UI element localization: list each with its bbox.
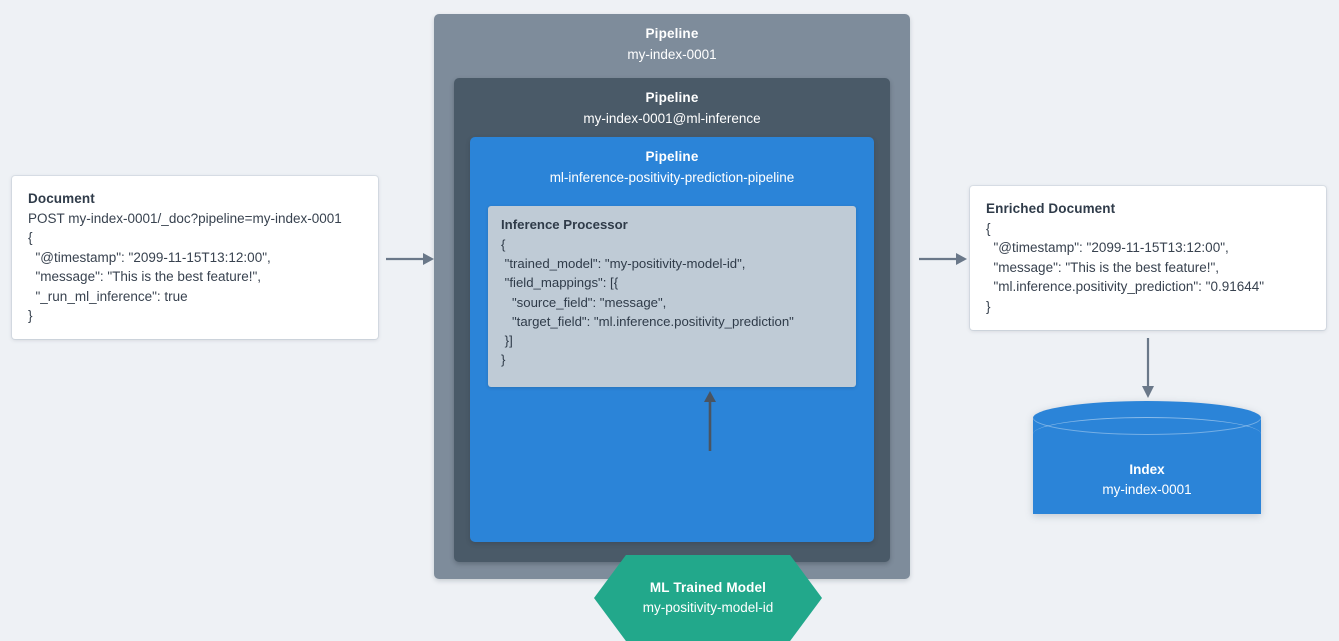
enriched-document-title: Enriched Document xyxy=(986,201,1116,216)
inference-processor-line-0: { xyxy=(501,237,506,252)
enriched-document-line-0: { xyxy=(986,221,991,236)
enriched-document-line-3: "ml.inference.positivity_prediction": "0… xyxy=(986,279,1265,295)
index-name: my-index-0001 xyxy=(1102,482,1192,497)
document-card-title: Document xyxy=(28,191,95,206)
arrow-model-to-processor xyxy=(704,391,716,451)
index-cylinder-shadow xyxy=(1033,401,1261,531)
document-line-1: { xyxy=(28,230,33,246)
inference-processor-line-5: }] xyxy=(501,333,513,349)
index-label: Index my-index-0001 xyxy=(1033,461,1261,499)
pipeline-outer-name: my-index-0001 xyxy=(627,47,717,62)
pipeline-middle-header: Pipeline my-index-0001@ml-inference xyxy=(454,78,890,128)
pipeline-inner-header: Pipeline ml-inference-positivity-predict… xyxy=(470,137,874,187)
pipeline-inner-name: ml-inference-positivity-prediction-pipel… xyxy=(549,170,795,185)
pipeline-inner-kind: Pipeline xyxy=(645,149,699,164)
document-line-5: } xyxy=(28,308,33,324)
enriched-document-line-1: "@timestamp": "2099-11-15T13:12:00", xyxy=(986,240,1229,256)
enriched-document-card: Enriched Document { "@timestamp": "2099-… xyxy=(970,186,1326,330)
ml-trained-model-title: ML Trained Model xyxy=(649,580,767,595)
document-line-4: "_run_ml_inference": true xyxy=(28,288,188,304)
pipeline-middle: Pipeline my-index-0001@ml-inference Pipe… xyxy=(454,78,890,641)
pipeline-middle-kind: Pipeline xyxy=(645,90,699,105)
inference-processor-line-3: "source_field": "message", xyxy=(501,294,667,310)
pipeline-outer-kind: Pipeline xyxy=(645,26,699,41)
document-card: Document POST my-index-0001/_doc?pipelin… xyxy=(12,176,378,339)
arrow-document-to-pipeline xyxy=(386,253,434,265)
inference-processor-line-6: } xyxy=(501,352,506,368)
ml-trained-model-name: my-positivity-model-id xyxy=(642,600,774,615)
inference-processor-title: Inference Processor xyxy=(501,217,628,232)
pipeline-inner: Pipeline ml-inference-positivity-predict… xyxy=(470,137,874,641)
inference-processor-line-1: "trained_model": "my-positivity-model-id… xyxy=(501,256,746,272)
inference-processor-panel: Inference Processor { "trained_model": "… xyxy=(488,206,856,387)
index-cylinder: Index my-index-0001 xyxy=(1033,401,1261,531)
enriched-document-line-4: } xyxy=(986,298,991,314)
enriched-document-line-2: "message": "This is the best feature!", xyxy=(986,259,1220,275)
arrow-enriched-to-index xyxy=(1142,338,1154,398)
document-line-2: "@timestamp": "2099-11-15T13:12:00", xyxy=(28,249,271,265)
document-line-0: POST my-index-0001/_doc?pipeline=my-inde… xyxy=(28,211,342,226)
diagram-canvas: Document POST my-index-0001/_doc?pipelin… xyxy=(12,14,1326,641)
pipeline-middle-name: my-index-0001@ml-inference xyxy=(583,111,761,126)
index-title: Index xyxy=(1129,462,1165,477)
inference-processor-line-4: "target_field": "ml.inference.positivity… xyxy=(501,313,794,329)
ml-trained-model-node: ML Trained Model my-positivity-model-id xyxy=(594,555,822,641)
document-line-3: "message": "This is the best feature!", xyxy=(28,269,262,285)
inference-processor-line-2: "field_mappings": [{ xyxy=(501,275,619,291)
pipeline-outer-header: Pipeline my-index-0001 xyxy=(434,14,910,64)
arrow-pipeline-to-enriched xyxy=(919,253,967,265)
pipeline-outer: Pipeline my-index-0001 Pipeline my-index… xyxy=(434,14,910,641)
ml-trained-model-hexagon: ML Trained Model my-positivity-model-id xyxy=(594,555,822,641)
index-cylinder-rim xyxy=(1033,417,1261,451)
